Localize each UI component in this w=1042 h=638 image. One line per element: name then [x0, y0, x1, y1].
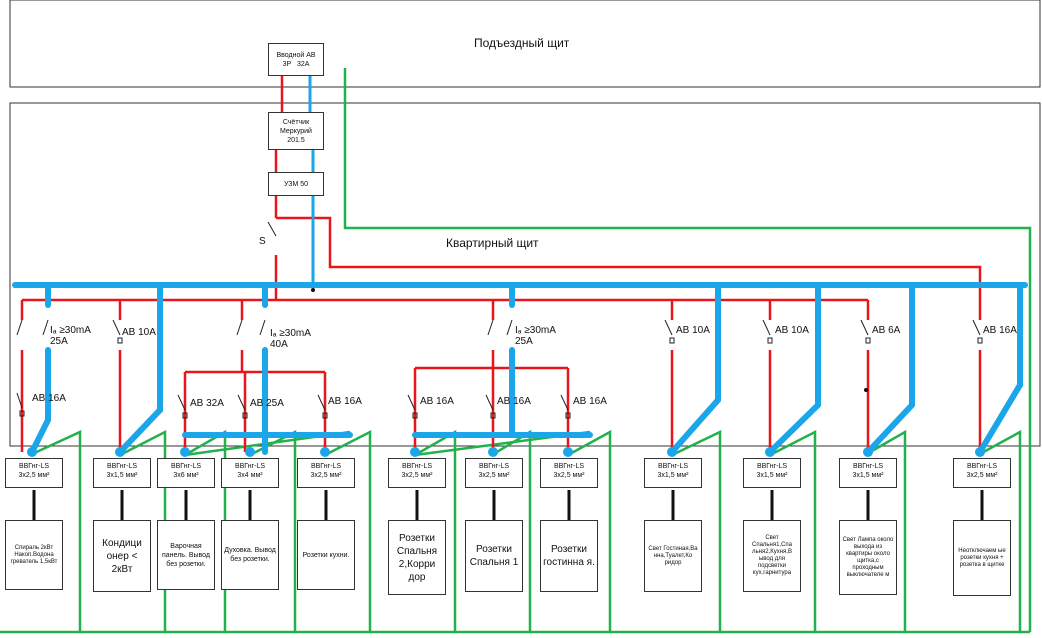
neutral-lines — [12, 74, 1028, 455]
ground-lines — [0, 68, 1032, 634]
load-box-4: Духовка. Вывод без розетки. — [221, 520, 279, 590]
cable-spec-9: ВВГнг-LS 3х1,5 мм² — [644, 458, 702, 488]
breaker-label-5: АВ 16А — [328, 396, 362, 407]
voltage-relay: УЗМ 50 — [268, 172, 324, 196]
cable-spec-4: ВВГнг-LS 3х4 мм² — [221, 458, 279, 488]
cable-connectors — [32, 490, 984, 520]
cable-spec-3: ВВГнг-LS 3х6 мм² — [157, 458, 215, 488]
breaker-label-9: АВ 10А — [676, 325, 710, 336]
load-box-9: Свет Гостиная,Ва нна,Туалет,Ко ридор — [644, 520, 702, 592]
cable-spec-7: ВВГнг-LS 3х2,5 мм² — [465, 458, 523, 488]
load-box-6: Розетки Спальня 2,Корри дор — [388, 520, 446, 595]
breaker-symbols — [16, 221, 983, 419]
breaker-label-4: АВ 25А — [250, 398, 284, 409]
load-box-1: Спираль 2кВт Накоп.Водона греватель 1,5к… — [5, 520, 63, 590]
rcd-label-1: Iₐ ≥30mA 25A — [50, 325, 91, 347]
rcd-label-3: Iₐ ≥30mA 25A — [515, 325, 556, 347]
input-breaker: Вводной АВ 3Р 32А — [268, 43, 324, 76]
load-box-12: Неотключаем ые розетки кухня + розетка в… — [953, 520, 1011, 596]
cable-spec-10: ВВГнг-LS 3х1,5 мм² — [743, 458, 801, 488]
cable-spec-8: ВВГнг-LS 3х2,5 мм² — [540, 458, 598, 488]
load-box-3: Варочная панель. Вывод без розетки. — [157, 520, 215, 590]
load-box-2: Кондици онер < 2кВт — [93, 520, 151, 592]
breaker-label-2: АВ 10А — [122, 327, 156, 338]
breaker-label-12: АВ 16А — [983, 325, 1017, 336]
breaker-label-1: АВ 16А — [32, 393, 66, 404]
rcd-label-2: Iₐ ≥30mA 40A — [270, 328, 311, 350]
breaker-label-3: АВ 32А — [190, 398, 224, 409]
cable-spec-1: ВВГнг-LS 3х2,5 мм² — [5, 458, 63, 488]
entrance-panel-title: Подъездный щит — [474, 36, 570, 50]
apartment-panel-title: Квартирный щит — [446, 236, 539, 250]
breaker-label-8: АВ 16А — [573, 396, 607, 407]
breaker-label-10: АВ 10А — [775, 325, 809, 336]
load-box-5: Розетки кухни. — [297, 520, 355, 590]
load-box-7: Розетки Спальня 1 — [465, 520, 523, 592]
apartment-panel-frame — [9, 102, 1041, 447]
node-dots — [311, 288, 868, 392]
load-box-11: Свет Лампа около выхода из квартиры окол… — [839, 520, 897, 595]
switch-label: S — [259, 236, 266, 247]
cable-spec-2: ВВГнг-LS 3х1,5 мм² — [93, 458, 151, 488]
electricity-meter: Счётчик Меркурий 201.5 — [268, 112, 324, 150]
load-box-8: Розетки гостинна я. — [540, 520, 598, 592]
cable-spec-11: ВВГнг-LS 3х1,5 мм² — [839, 458, 897, 488]
breaker-label-11: АВ 6А — [872, 325, 901, 336]
entrance-panel-frame — [9, 0, 1041, 88]
cable-spec-5: ВВГнг-LS 3х2,5 мм² — [297, 458, 355, 488]
breaker-label-7: АВ 16А — [497, 396, 531, 407]
junction-dots — [27, 447, 985, 457]
breaker-label-6: АВ 16А — [420, 396, 454, 407]
cable-spec-12: ВВГнг-LS 3х2,5 мм² — [953, 458, 1011, 488]
load-box-10: Свет Спальня1,Спа льня2,Кухня,В ывод для… — [743, 520, 801, 592]
cable-spec-6: ВВГнг-LS 3х2,5 мм² — [388, 458, 446, 488]
